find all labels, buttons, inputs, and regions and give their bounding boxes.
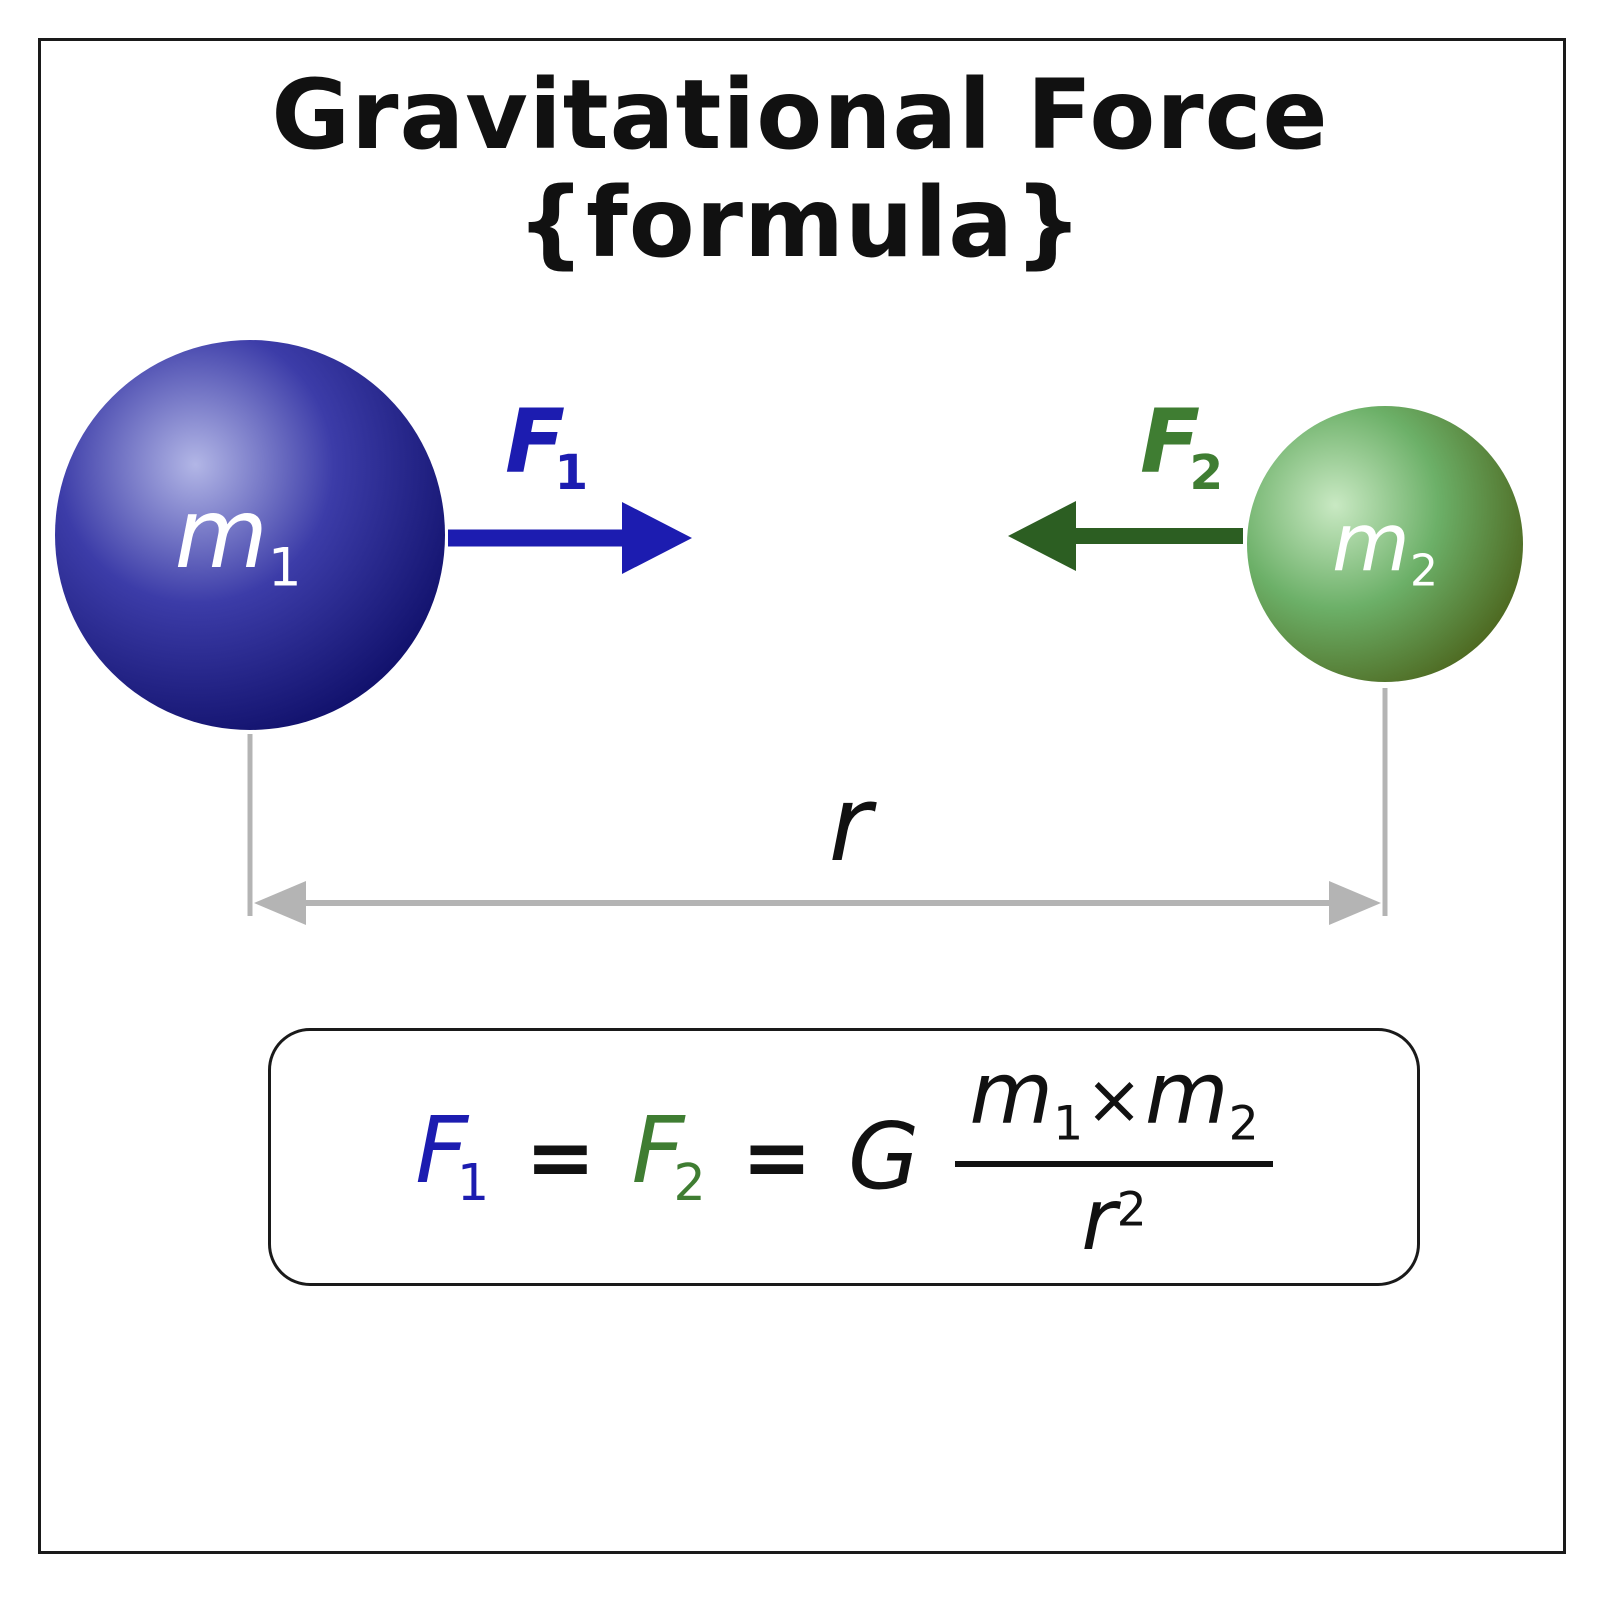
numerator-m2: m [1144, 1043, 1229, 1144]
mass2-symbol: m [1332, 495, 1410, 589]
mass1-sphere: m1 [55, 340, 445, 730]
diagram-title: Gravitational Force {formula} [0, 59, 1600, 279]
numerator-m1-subscript: 1 [1053, 1096, 1084, 1152]
title-line1: Gravitational Force [271, 59, 1329, 171]
mass1-symbol: m [174, 478, 268, 591]
mass2-label: m2 [1332, 502, 1438, 597]
force2-label: F2 [1140, 398, 1223, 498]
force1-symbol: F [505, 390, 566, 493]
formula-denominator: r2 [1081, 1167, 1146, 1263]
numerator-m2-subscript: 2 [1228, 1096, 1259, 1152]
mass2-sphere: m2 [1247, 406, 1523, 682]
title-line2: {formula} [516, 166, 1084, 279]
formula-fraction: m1×m2 r2 [955, 1051, 1273, 1263]
formula-f1: F1 [415, 1105, 489, 1208]
formula-f1-symbol: F [415, 1097, 469, 1205]
force2-symbol: F [1140, 390, 1201, 493]
mass1-subscript: 1 [267, 537, 302, 599]
formula-f2-symbol: F [631, 1097, 685, 1205]
formula-equals-1: = [525, 1108, 596, 1206]
numerator-m1: m [969, 1043, 1054, 1144]
formula-f2-subscript: 2 [673, 1153, 706, 1213]
multiply-sign: × [1085, 1059, 1143, 1140]
formula-f2: F2 [632, 1105, 706, 1208]
formula-constant-g: G [848, 1103, 920, 1210]
force1-subscript: 1 [554, 444, 589, 501]
distance-label: r [828, 763, 872, 885]
force2-subscript: 2 [1189, 444, 1224, 501]
force1-label: F1 [505, 398, 588, 498]
denominator-r: r [1081, 1170, 1117, 1271]
denominator-exponent: 2 [1116, 1182, 1147, 1238]
formula-box: F1 = F2 = G m1×m2 r2 [268, 1028, 1420, 1286]
formula-f1-subscript: 1 [457, 1153, 490, 1213]
mass2-subscript: 2 [1409, 545, 1438, 597]
border-frame [38, 38, 1566, 1554]
formula-numerator: m1×m2 [955, 1051, 1273, 1168]
mass1-label: m1 [174, 486, 301, 595]
formula-equals-2: = [741, 1108, 813, 1206]
